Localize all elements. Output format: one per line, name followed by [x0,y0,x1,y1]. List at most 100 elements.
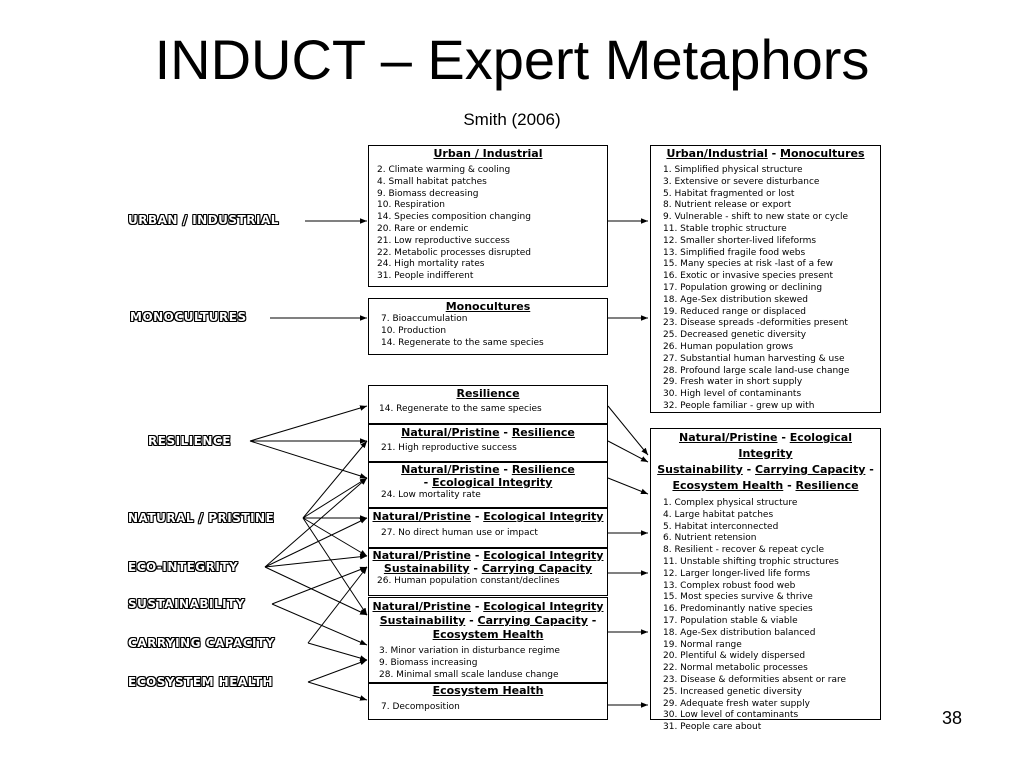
list-item: 28. Minimal small scale landuse change [379,669,559,680]
list-item: 30. High level of contaminants [663,389,802,400]
list-item: 7. Decomposition [381,702,460,712]
list-item: 9. Biomass increasing [379,657,478,668]
list-item: 2. Climate warming & cooling [377,165,511,175]
list-item: 20. Rare or endemic [377,223,469,234]
heading-sep: - [865,463,874,476]
list-item: 26. Human population constant/declines [377,576,560,586]
heading-sep: - [499,463,512,476]
list-item: 4. Large habitat patches [663,509,774,520]
heading-part: Sustainability [657,463,743,476]
heading-part: Carrying Capacity [477,614,588,627]
list-item: 30. Low level of contaminants [663,710,799,721]
heading-part: Natural/Pristine [679,431,778,444]
list-item: 27. Substantial human harvesting & use [663,353,845,364]
list-item: 24. Low mortality rate [381,490,481,500]
list-item: 28. Profound large scale land-use change [663,365,850,376]
heading-part: Monocultures [780,147,865,160]
list-item: 22. Metabolic processes disrupted [377,247,532,258]
heading-sep: - [465,614,478,627]
list-item: 16. Exotic or invasive species present [663,271,833,282]
heading-part: Sustainability [379,614,466,627]
heading-part: Ecosystem Health [432,628,544,641]
list-item: 11. Stable trophic structure [663,223,787,234]
heading-sep: - [423,476,433,489]
label-carrying-capacity: CARRYING CAPACITY [128,636,275,650]
box-urban-industrial: Urban / Industrial 2. Climate warming & … [368,145,608,287]
box-natural-integrity: Natural/Pristine - Ecological Integrity … [368,508,608,548]
list-item: 23. Disease & deformities absent or rare [663,674,847,685]
heading-part: Ecological Integrity [483,510,604,523]
heading-part: Natural/Pristine [372,600,471,613]
label-urban-industrial: URBAN / INDUSTRIAL [128,213,279,227]
box-natural-resilience: Natural/Pristine - Resilience 21. High r… [368,424,608,462]
list-item: 25. Increased genetic diversity [663,686,802,697]
list-item: 16. Predominantly native species [663,604,813,615]
slide-title: INDUCT – Expert Metaphors [154,28,870,91]
label-eco-integrity: ECO-INTEGRITY [128,560,239,574]
heading-part: Natural/Pristine [401,463,500,476]
heading-part: Carrying Capacity [755,463,866,476]
list-item: 14. Regenerate to the same species [379,404,542,414]
heading-sep: - [499,426,512,439]
list-item: 1. Complex physical structure [663,498,798,508]
list-item: 26. Human population grows [663,341,794,352]
list-item: 1. Simplified physical structure [663,165,803,175]
label-monocultures: MONOCULTURES [130,310,247,324]
box-resilience: Resilience 14. Regenerate to the same sp… [368,385,608,424]
list-item: 31. People care about [663,722,762,733]
heading-part: Resilience [795,479,859,492]
list-item: 9. Biomass decreasing [377,188,479,199]
list-item: 11. Unstable shifting trophic structures [663,556,839,567]
heading-part: Urban/Industrial [666,147,768,160]
heading-sep: - [767,147,780,160]
list-item: 3. Minor variation in disturbance regime [379,646,560,656]
heading-part: Natural/Pristine [372,549,471,562]
list-item: 29. Fresh water in short supply [663,377,803,388]
list-item: 21. High reproductive success [381,443,517,453]
heading-part: Ecological Integrity [483,600,604,613]
list-item: 8. Resilient - recover & repeat cycle [663,545,825,556]
label-natural-pristine: NATURAL / PRISTINE [128,511,275,525]
box-heading: Urban / Industrial [433,147,543,160]
list-item: 7. Bioaccumulation [381,314,468,324]
box-right-urban-monocultures: Urban/Industrial - Monocultures 1. Simpl… [650,145,881,413]
heading-part: Natural/Pristine [372,510,471,523]
heading-sep: - [742,463,756,476]
list-item: 8. Nutrient release or export [663,200,792,211]
heading-part: Ecological Integrity [483,549,604,562]
slide-subtitle: Smith (2006) [463,110,561,129]
heading-part: Carrying Capacity [481,562,593,575]
list-item: 12. Smaller shorter-lived lifeforms [663,235,817,246]
list-item: 17. Population stable & viable [663,615,798,626]
list-item: 4. Small habitat patches [377,176,487,187]
list-item: 13. Complex robust food web [663,580,796,591]
list-item: 22. Normal metabolic processes [663,663,808,674]
list-item: 18. Age-Sex distribution skewed [663,294,808,305]
list-item: 5. Habitat fragmented or lost [663,188,795,199]
list-item: 17. Population growing or declining [663,282,823,293]
list-item: 29. Adequate fresh water supply [663,698,810,709]
list-item: 10. Production [381,325,447,336]
list-item: 14. Regenerate to the same species [381,337,544,348]
list-item: 10. Respiration [377,200,445,211]
box-ecosystem-health: Ecosystem Health 7. Decomposition [368,683,608,720]
box-heading: Ecosystem Health [432,684,544,697]
label-ecosystem-health: ECOSYSTEM HEALTH [128,675,274,689]
list-item: 18. Age-Sex distribution balanced [663,627,816,638]
list-item: 15. Many species at risk -last of a few [663,259,834,270]
heading-sep: - [471,600,484,613]
box-natural-resilience-integrity: Natural/Pristine - Resilience- Ecologica… [368,462,608,508]
list-item: 9. Vulnerable - shift to new state or cy… [663,212,849,223]
list-item: 23. Disease spreads -deformities present [663,318,848,329]
list-item: 13. Simplified fragile food webs [663,247,806,258]
heading-part: Sustainability [383,562,470,575]
list-item: 19. Normal range [663,639,742,650]
list-item: 25. Decreased genetic diversity [663,330,807,341]
list-item: 21. Low reproductive success [377,235,510,246]
heading-sep: - [783,479,796,492]
list-item: 32. People familiar - grew up with [663,400,815,411]
